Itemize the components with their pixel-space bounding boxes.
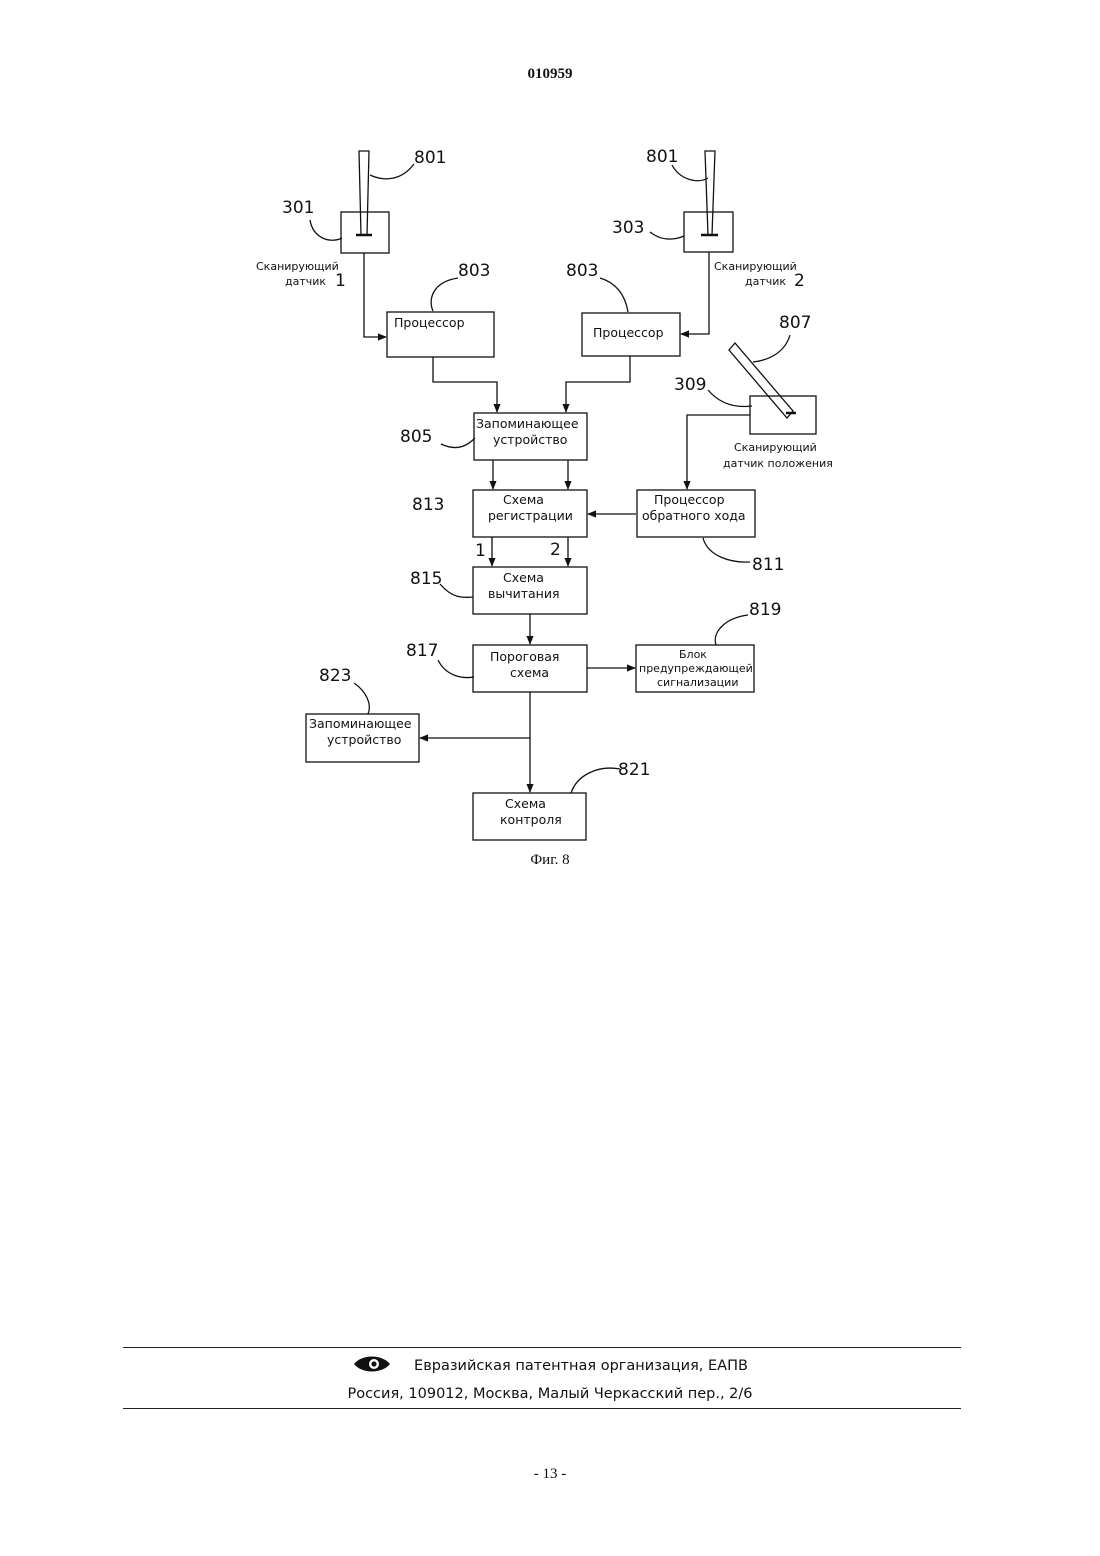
footer-top-rule (123, 1347, 961, 1348)
ref-819: 819 (749, 600, 781, 620)
ref-303: 303 (612, 218, 644, 238)
path-label-1: 1 (475, 541, 486, 561)
ref-301: 301 (282, 198, 314, 218)
footer-address: Россия, 109012, Москва, Малый Черкасский… (0, 1386, 1100, 1402)
ref-803-left: 803 (458, 261, 490, 281)
ref-803-right: 803 (566, 261, 598, 281)
eapo-eye-icon (352, 1353, 392, 1379)
subtraction-label-line2: вычитания (488, 586, 560, 601)
processor-left-label: Процессор (394, 315, 465, 330)
leader-817 (438, 660, 474, 678)
warning-label-line2: предупреждающей (639, 662, 753, 675)
leader-821 (571, 768, 620, 793)
path-label-2: 2 (550, 540, 561, 560)
ref-815: 815 (410, 569, 442, 589)
sensor-1-number: 1 (335, 271, 346, 291)
memory-top-label-line1: Запоминающее (476, 416, 579, 431)
warning-label-line1: Блок (679, 648, 707, 661)
memory-top-label-line2: устройство (493, 432, 567, 447)
scanning-sensor-1-box (341, 212, 389, 253)
registration-label-line2: регистрации (488, 508, 573, 523)
ref-813: 813 (412, 495, 444, 515)
leader-811 (703, 538, 750, 562)
block-diagram: 801 801 301 303 803 803 807 309 805 813 … (0, 0, 1100, 900)
leader-303 (650, 232, 684, 239)
figure-caption: Фиг. 8 (530, 852, 569, 868)
ref-801-right: 801 (646, 147, 678, 167)
sensor-1-label-line1: Сканирующий (256, 260, 339, 273)
memory-bottom-label-line1: Запоминающее (309, 716, 412, 731)
leader-301 (310, 220, 342, 240)
backtrace-label-line1: Процессор (654, 492, 725, 507)
ref-805: 805 (400, 427, 432, 447)
memory-bottom-label-line2: устройство (327, 732, 401, 747)
ref-309: 309 (674, 375, 706, 395)
threshold-label-line2: схема (510, 665, 549, 680)
leader-801b (672, 165, 708, 181)
threshold-label-line1: Пороговая (490, 649, 559, 664)
warning-label-line3: сигнализации (657, 676, 738, 689)
leader-803a (431, 278, 458, 311)
connector-sensor2-processor (681, 252, 709, 334)
sensor-2-label-line1: Сканирующий (714, 260, 797, 273)
probe-1-icon (356, 151, 372, 235)
page-number: - 13 - (0, 1466, 1100, 1483)
backtrace-label-line2: обратного хода (642, 508, 746, 523)
position-sensor-label-line2: датчик положения (723, 457, 833, 470)
position-sensor-label-line1: Сканирующий (734, 441, 817, 454)
leader-807 (753, 335, 790, 362)
connector-processor-left-memory (433, 357, 497, 412)
sensor-2-label-line2: датчик (745, 275, 786, 288)
subtraction-label-line1: Схема (503, 570, 544, 585)
ref-823: 823 (319, 666, 351, 686)
ref-801-left: 801 (414, 148, 446, 168)
leader-815 (440, 584, 473, 597)
leader-803b (600, 278, 628, 312)
position-sensor-box (750, 396, 816, 434)
connector-sensor1-processor (364, 253, 386, 337)
control-label-line1: Схема (505, 796, 546, 811)
registration-label-line1: Схема (503, 492, 544, 507)
ref-807: 807 (779, 313, 811, 333)
sensor-2-number: 2 (794, 271, 805, 291)
leader-823 (354, 683, 369, 714)
footer-org-text: Евразийская патентная организация, ЕАПВ (414, 1358, 748, 1374)
control-label-line2: контроля (500, 812, 562, 827)
sensor-1-label-line2: датчик (285, 275, 326, 288)
probe-2-icon (701, 151, 718, 235)
connector-processor-right-memory (566, 356, 630, 412)
footer-organization: Евразийская патентная организация, ЕАПВ (0, 1353, 1100, 1379)
leader-309 (708, 390, 752, 406)
ref-811: 811 (752, 555, 784, 575)
leader-801a (370, 164, 414, 179)
ref-821: 821 (618, 760, 650, 780)
ref-817: 817 (406, 641, 438, 661)
footer-bottom-rule (123, 1408, 961, 1409)
processor-right-label: Процессор (593, 325, 664, 340)
leader-805 (441, 438, 475, 448)
leader-819 (715, 615, 748, 645)
